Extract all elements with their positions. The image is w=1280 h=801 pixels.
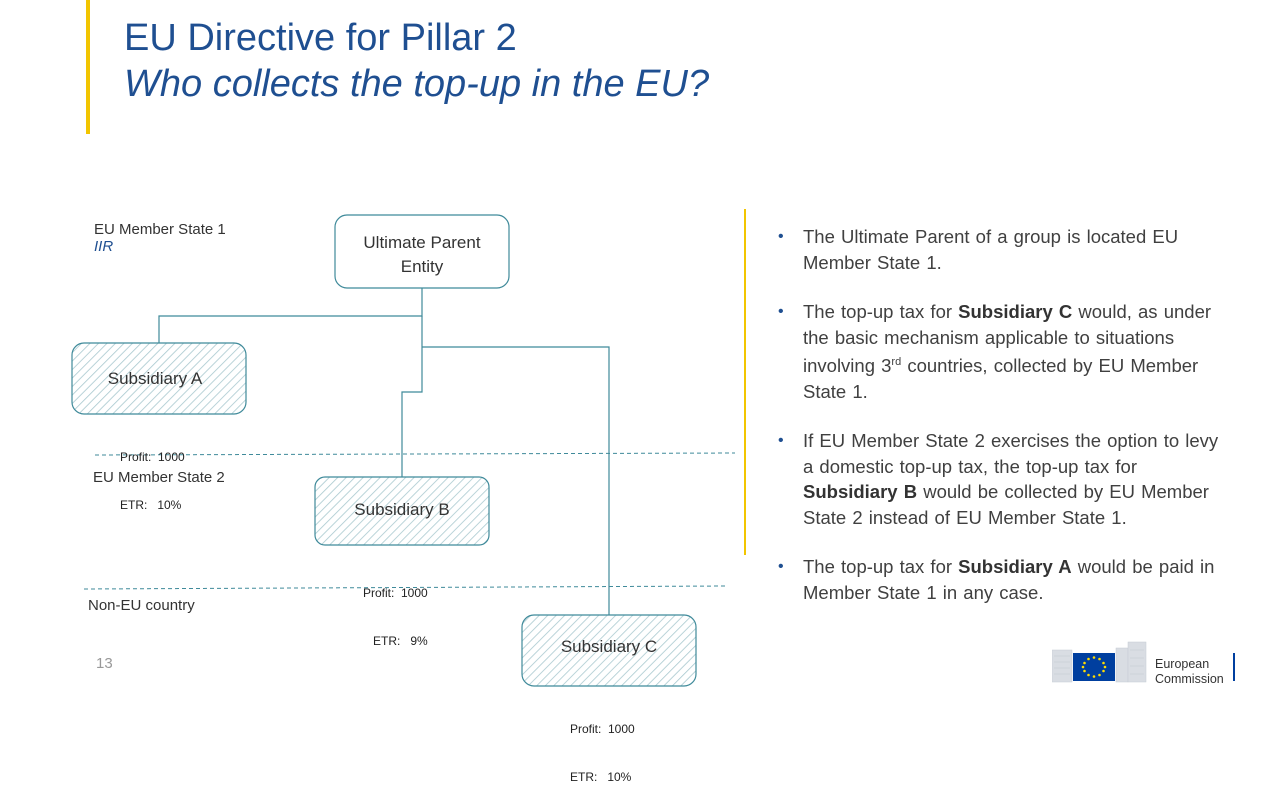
logo-line1: European bbox=[1155, 657, 1210, 671]
page-number: 13 bbox=[96, 655, 113, 672]
subsidiary-c-stats: Profit: 1000 ETR: 10% bbox=[570, 689, 635, 801]
region-ms2-label: EU Member State 2 bbox=[93, 469, 225, 486]
bullet-2-post: countries, collected by EU Member State … bbox=[803, 355, 1199, 402]
node-subsidiary-c-box bbox=[521, 614, 697, 687]
bullet-2-mid: would, as under the basic mechanism appl… bbox=[803, 301, 1212, 377]
explanation-bullets: The Ultimate Parent of a group is locate… bbox=[778, 224, 1223, 629]
bullet-3-post: would be collected by EU Member State 2 … bbox=[803, 481, 1209, 528]
subsidiary-a-stats: Profit: 1000 ETR: 10% bbox=[120, 417, 185, 529]
node-subsidiary-c-label: Subsidiary C bbox=[560, 637, 658, 656]
bullet-1: The Ultimate Parent of a group is locate… bbox=[778, 224, 1223, 275]
subsidiary-b-profit: Profit: 1000 bbox=[363, 586, 428, 600]
region-non-eu-label: Non-EU country bbox=[88, 597, 195, 614]
region-ms1-name: EU Member State 1 bbox=[94, 221, 226, 238]
subsidiary-a-profit: Profit: 1000 bbox=[120, 450, 185, 464]
bullet-4-post: would be paid in Member State 1 in any c… bbox=[803, 556, 1215, 603]
subsidiary-c-profit: Profit: 1000 bbox=[570, 722, 635, 736]
bullet-3: If EU Member State 2 exercises the optio… bbox=[778, 428, 1223, 530]
region-ms1-label: EU Member State 1 IIR bbox=[94, 221, 226, 255]
bullet-4-pre: The top-up tax for bbox=[803, 556, 959, 578]
bullet-2-pre: The top-up tax for bbox=[803, 301, 959, 322]
node-ultimate-parent-label: Ultimate Parent Entity bbox=[335, 231, 509, 279]
node-subsidiary-a-box bbox=[71, 342, 247, 415]
page-title: EU Directive for Pillar 2 bbox=[124, 17, 517, 59]
connector-parent-a bbox=[158, 288, 423, 343]
ownership-diagram bbox=[71, 214, 736, 687]
node-subsidiary-b-label: Subsidiary B bbox=[354, 500, 450, 519]
region-separator-non-eu bbox=[83, 585, 727, 590]
content-divider bbox=[744, 209, 746, 555]
connector-lines bbox=[158, 288, 610, 615]
bullet-1-text: The Ultimate Parent of a group is locate… bbox=[803, 226, 1179, 273]
page-subtitle: Who collects the top-up in the EU? bbox=[124, 63, 710, 105]
logo-line2: Commission bbox=[1155, 672, 1224, 686]
bullet-4-bold: Subsidiary A bbox=[958, 556, 1072, 578]
parent-line1: Ultimate Parent bbox=[363, 233, 481, 252]
node-subsidiary-a-label: Subsidiary A bbox=[107, 369, 203, 388]
bullet-3-bold: Subsidiary B bbox=[803, 481, 918, 503]
subsidiary-b-stats: Profit: 1000 ETR: 9% bbox=[363, 553, 428, 665]
bullet-3-pre: If EU Member State 2 exercises the optio… bbox=[803, 430, 1219, 477]
node-ultimate-parent-box bbox=[334, 214, 510, 289]
bullet-2-bold: Subsidiary C bbox=[958, 301, 1073, 322]
bullet-2-sup: rd bbox=[891, 356, 902, 368]
subsidiary-b-etr: ETR: 9% bbox=[373, 634, 428, 648]
parent-line2: Entity bbox=[400, 257, 444, 276]
region-ms1-sublabel: IIR bbox=[94, 238, 114, 255]
connector-parent-b bbox=[401, 316, 423, 477]
logo-text: European Commission bbox=[1155, 657, 1224, 687]
subsidiary-a-etr: ETR: 10% bbox=[120, 498, 182, 512]
bullet-2: The top-up tax for Subsidiary C would, a… bbox=[778, 299, 1223, 404]
connector-parent-c bbox=[422, 346, 610, 615]
region-separator-ms2 bbox=[94, 452, 736, 456]
bullet-4: The top-up tax for Subsidiary A would be… bbox=[778, 554, 1223, 605]
title-accent-bar bbox=[86, 0, 90, 134]
european-commission-logo-icon bbox=[1052, 641, 1235, 683]
node-subsidiary-b-box bbox=[314, 476, 490, 546]
subsidiary-c-etr: ETR: 10% bbox=[570, 770, 632, 784]
